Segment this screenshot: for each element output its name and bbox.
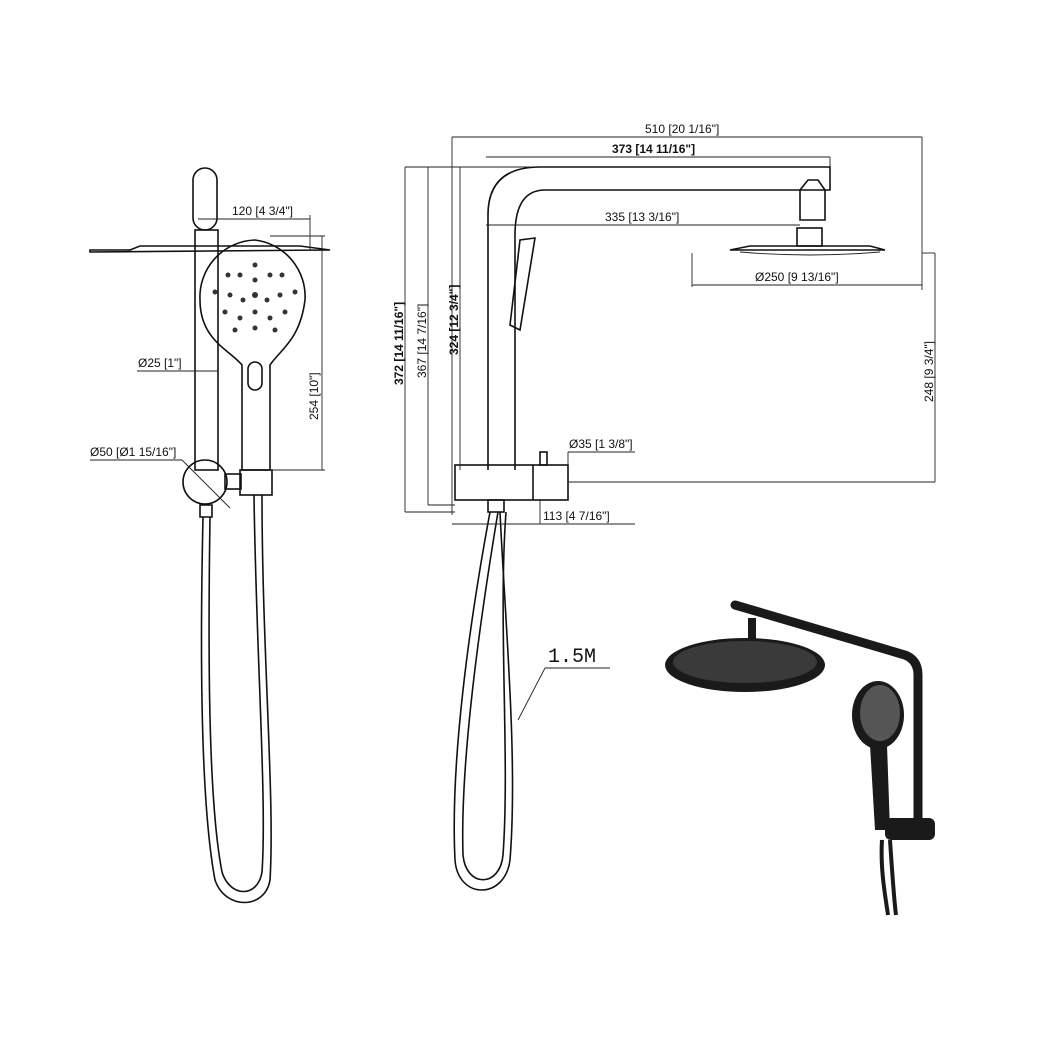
arm-cap [192, 167, 218, 231]
hand-shower-holder [239, 469, 273, 496]
dim-base-depth: 113 [4 7/16"] [543, 509, 610, 523]
photo-arm [730, 600, 923, 835]
product-photo [665, 600, 935, 916]
dim-handshower-length: 254 [10"] [307, 372, 321, 420]
wall-base [454, 464, 569, 501]
head-elbow [799, 179, 826, 221]
diverter-knob [539, 451, 548, 466]
dim-arm-reach: 335 [13 3/16"] [605, 210, 679, 224]
head-connector [796, 227, 823, 247]
dim-width-total: 510 [20 1/16"] [645, 122, 719, 136]
riser-pipe [194, 229, 219, 471]
photo-hose [879, 839, 898, 916]
arm-outer [487, 166, 831, 470]
hose-front-inner [461, 511, 507, 881]
handshower-side [509, 237, 536, 332]
hand-shower [199, 239, 306, 471]
valve-connector [224, 473, 242, 490]
front-view: 510 [20 1/16"] 373 [14 11/16"] 335 [13 3… [392, 122, 936, 891]
hose-nut [199, 504, 213, 518]
dim-handshower-width: 120 [4 3/4"] [232, 204, 293, 218]
arm-inner [514, 189, 800, 470]
diverter-valve [182, 459, 228, 505]
photo-head-stem [748, 618, 756, 650]
hose-inner [208, 494, 265, 893]
hose [200, 494, 272, 904]
rain-head [729, 245, 886, 251]
dim-height-324: 324 [12 3/4"] [447, 285, 461, 355]
hand-shower-button [247, 361, 263, 391]
nozzles [212, 262, 298, 333]
hose-nut-front [487, 499, 505, 513]
dim-pipe-diameter: Ø25 [1"] [138, 356, 182, 370]
dim-base-diameter: Ø35 [1 3/8"] [569, 437, 633, 451]
hose-length-label: 1.5M [548, 646, 596, 669]
dim-height-248: 248 [9 3/4"] [922, 341, 936, 402]
dim-head-diameter: Ø250 [9 13/16"] [755, 270, 839, 284]
side-view: 120 [4 3/4"] Ø25 [1"] Ø50 [Ø1 15/16"] 25… [89, 167, 331, 904]
photo-holder [885, 818, 935, 840]
rain-head-nozzles [739, 251, 881, 256]
dim-height-overall: 372 [14 11/16"] [392, 302, 406, 385]
dim-valve-diameter: Ø50 [Ø1 15/16"] [90, 445, 176, 459]
dim-height-367: 367 [14 7/16"] [415, 304, 429, 378]
hose-front [453, 511, 514, 891]
dim-arm-length: 373 [14 11/16"] [612, 142, 695, 156]
overhead-plate [89, 245, 331, 253]
